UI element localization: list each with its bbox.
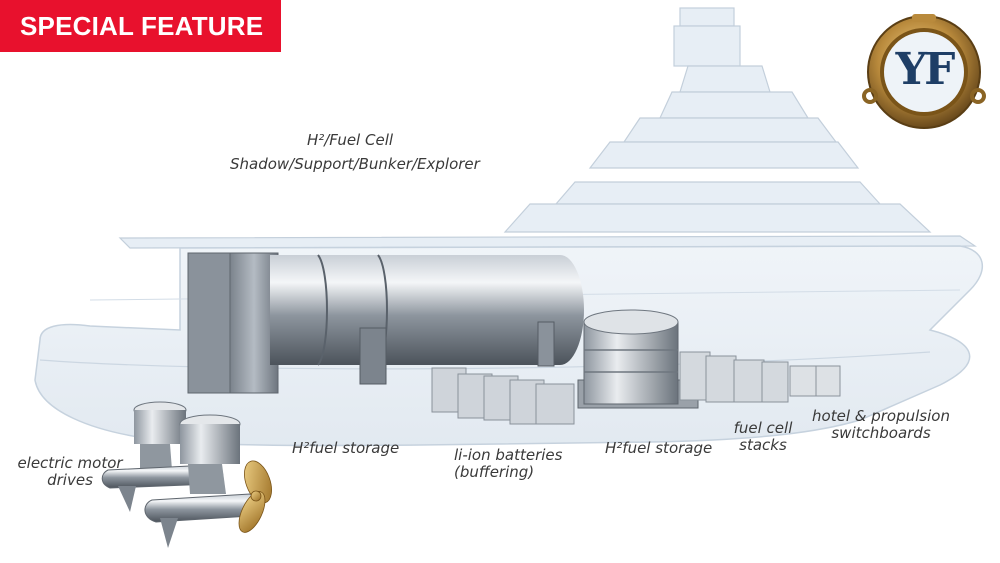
special-feature-badge: SPECIAL FEATURE [0,0,281,52]
switchboards [789,365,841,397]
label-electric-motor-drives: electric motor drives [17,454,123,489]
label-h2-fuel-storage-fwd: H²fuel storage [605,439,713,457]
hull-waterline [39,351,931,370]
label-li-ion-batteries: li-ion batteries (buffering) [454,446,563,481]
yf-logo: YF [866,14,982,130]
label-fuel-cell-stacks: fuel cell stacks [733,419,793,454]
badge-label: SPECIAL FEATURE [20,11,264,41]
main-deck [118,235,977,249]
h2-storage-tank-fwd [577,309,699,409]
fuel-cell-stacks [679,351,789,403]
superstructure [503,7,932,233]
h2-storage-tank-aft [270,254,584,385]
propeller [238,460,272,533]
logo-porthole [862,14,986,129]
title-line-1: H²/Fuel Cell [306,131,394,149]
aft-equipment-block [187,252,279,394]
diagram-title: H²/Fuel Cell Shadow/Support/Bunker/Explo… [230,128,480,176]
label-h2-fuel-storage-aft: H²fuel storage [292,439,400,457]
motor-drive-pod-2 [144,414,264,548]
logo-text: YF [895,44,956,95]
battery-packs [431,367,575,425]
title-line-2: Shadow/Support/Bunker/Explorer [230,155,480,173]
label-switchboards: hotel & propulsion switchboards [812,407,950,442]
